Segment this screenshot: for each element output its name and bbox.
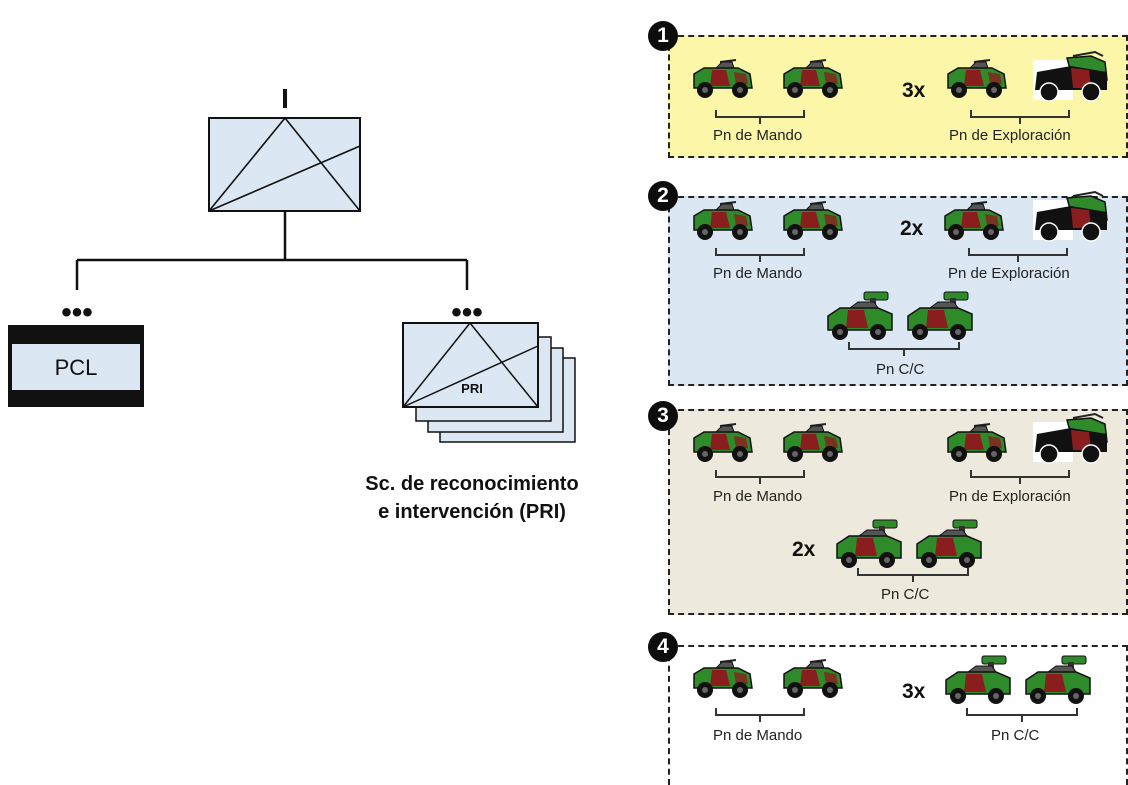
option-4-multiplier: 3x [902, 680, 926, 703]
option-2-bracket-b [968, 248, 1068, 256]
armored-vehicle-icon [1033, 190, 1109, 249]
option-2-badge: 2 [648, 181, 678, 211]
left-echelon-mark: ••• [61, 296, 93, 329]
option-2-label-b: Pn de Exploración [948, 265, 1070, 282]
pri-caption-line2: e intervención (PRI) [378, 501, 566, 523]
pri-stacked-units [402, 322, 576, 443]
light-vehicle-icon [941, 198, 1007, 249]
option-4-label-c: Pn C/C [991, 727, 1040, 744]
option-1-label-b: Pn de Exploración [949, 127, 1071, 144]
option-4-label-a: Pn de Mando [713, 727, 803, 744]
option-4-bracket-c [966, 708, 1078, 716]
light-vehicle-icon [690, 198, 756, 249]
pri-caption-line1: Sc. de reconocimiento [365, 473, 578, 495]
option-1-bracket-b [970, 110, 1070, 118]
light-vehicle-icon [690, 656, 756, 707]
hierarchy-connectors [75, 211, 469, 290]
option-2-multiplier: 2x [900, 217, 924, 240]
light-vehicle-icon [944, 420, 1010, 471]
antitank-vehicle-icon [913, 518, 985, 577]
option-3-multiplier: 2x [792, 538, 816, 561]
option-1-label-a: Pn de Mando [713, 127, 803, 144]
antitank-vehicle-icon [833, 518, 905, 577]
option-3-bracket-a [715, 470, 805, 478]
light-vehicle-icon [780, 656, 846, 707]
option-3-label-b: Pn de Exploración [949, 488, 1071, 505]
option-3-label-a: Pn de Mando [713, 488, 803, 505]
light-vehicle-icon [690, 420, 756, 471]
light-vehicle-icon [780, 56, 846, 107]
option-3-badge: 3 [648, 401, 678, 431]
antitank-vehicle-icon [904, 290, 976, 349]
pcl-unit-symbol [8, 325, 144, 407]
option-2-label-a: Pn de Mando [713, 265, 803, 282]
option-1-bracket-a [715, 110, 805, 118]
option-3-bracket-c [857, 568, 969, 576]
org-chart: I ••• PCL ••• PRI Sc. de reconocimiento … [8, 83, 579, 523]
antitank-vehicle-icon [942, 654, 1014, 713]
option-4-bracket-a [715, 708, 805, 716]
option-1-multiplier: 3x [902, 79, 926, 102]
top-echelon-mark: I [281, 83, 289, 114]
option-2-bracket-a [715, 248, 805, 256]
light-vehicle-icon [944, 56, 1010, 107]
light-vehicle-icon [780, 198, 846, 249]
armored-vehicle-icon [1033, 412, 1109, 471]
top-unit-symbol [208, 117, 361, 212]
pcl-label: PCL [55, 355, 98, 380]
antitank-vehicle-icon [824, 290, 896, 349]
antitank-vehicle-icon [1022, 654, 1094, 713]
option-1-badge: 1 [648, 21, 678, 51]
light-vehicle-icon [780, 420, 846, 471]
pri-label: PRI [461, 381, 483, 396]
light-vehicle-icon [690, 56, 756, 107]
option-3-bracket-b [970, 470, 1070, 478]
option-2-bracket-c [848, 342, 960, 350]
option-4-badge: 4 [648, 632, 678, 662]
armored-vehicle-icon [1033, 50, 1109, 109]
option-3-label-c: Pn C/C [881, 586, 930, 603]
option-2-label-c: Pn C/C [876, 361, 925, 378]
